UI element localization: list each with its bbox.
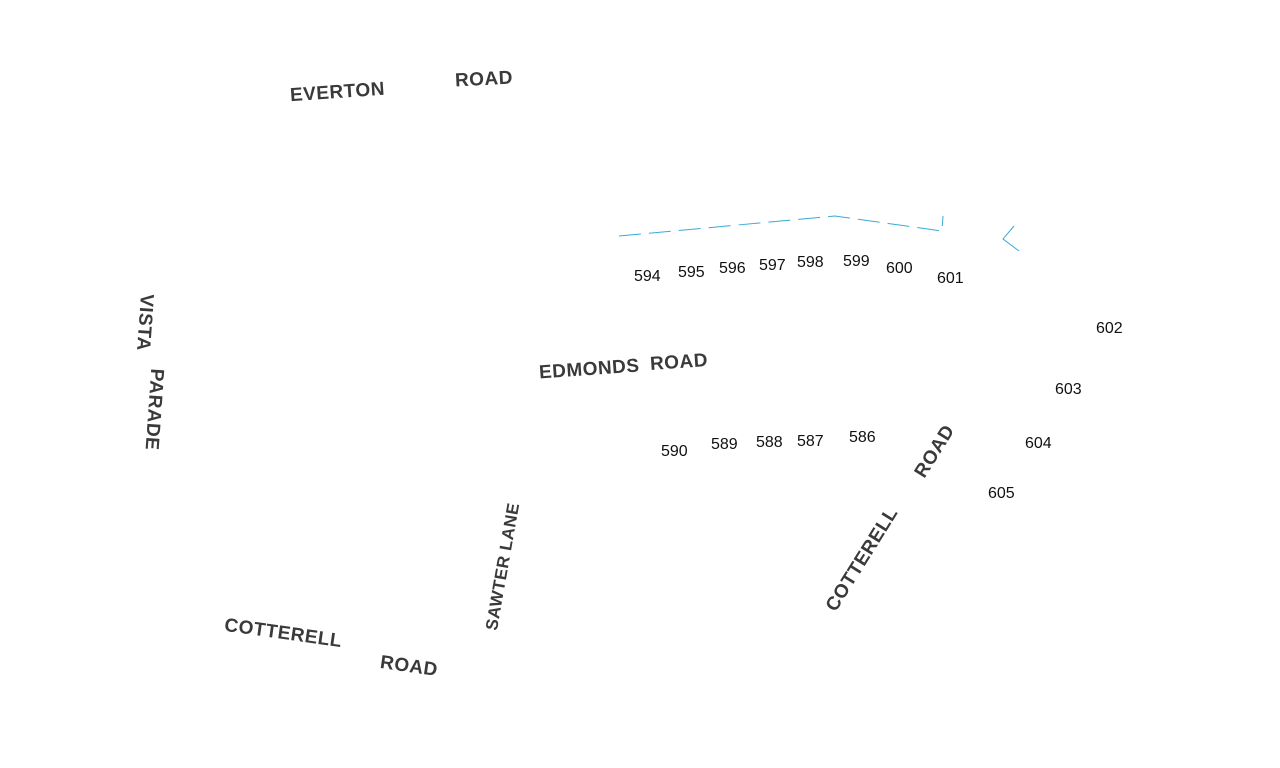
lot-number-590: 590 bbox=[661, 443, 688, 460]
boundary-corner-east bbox=[1002, 225, 1020, 252]
boundary-north-dashed bbox=[618, 215, 944, 237]
lot-number-589: 589 bbox=[711, 436, 738, 453]
lot-number-601: 601 bbox=[937, 270, 964, 287]
lot-number-586: 586 bbox=[849, 429, 876, 446]
lot-number-604: 604 bbox=[1025, 435, 1052, 452]
lot-number-598: 598 bbox=[797, 254, 824, 271]
lot-number-595: 595 bbox=[678, 264, 705, 281]
road-label-everton-2: ROAD bbox=[454, 67, 514, 92]
road-label-vista-1: VISTA bbox=[132, 293, 157, 352]
lot-number-597: 597 bbox=[759, 257, 786, 274]
lot-number-594: 594 bbox=[634, 268, 661, 285]
lot-number-599: 599 bbox=[843, 253, 870, 270]
lot-number-588: 588 bbox=[756, 434, 783, 451]
lot-number-605: 605 bbox=[988, 485, 1015, 502]
lot-number-603: 603 bbox=[1055, 381, 1082, 398]
lot-number-596: 596 bbox=[719, 260, 746, 277]
lot-number-602: 602 bbox=[1096, 320, 1123, 337]
road-label-edmonds-2: ROAD bbox=[649, 350, 709, 375]
lot-number-587: 587 bbox=[797, 433, 824, 450]
lot-number-600: 600 bbox=[886, 260, 913, 277]
